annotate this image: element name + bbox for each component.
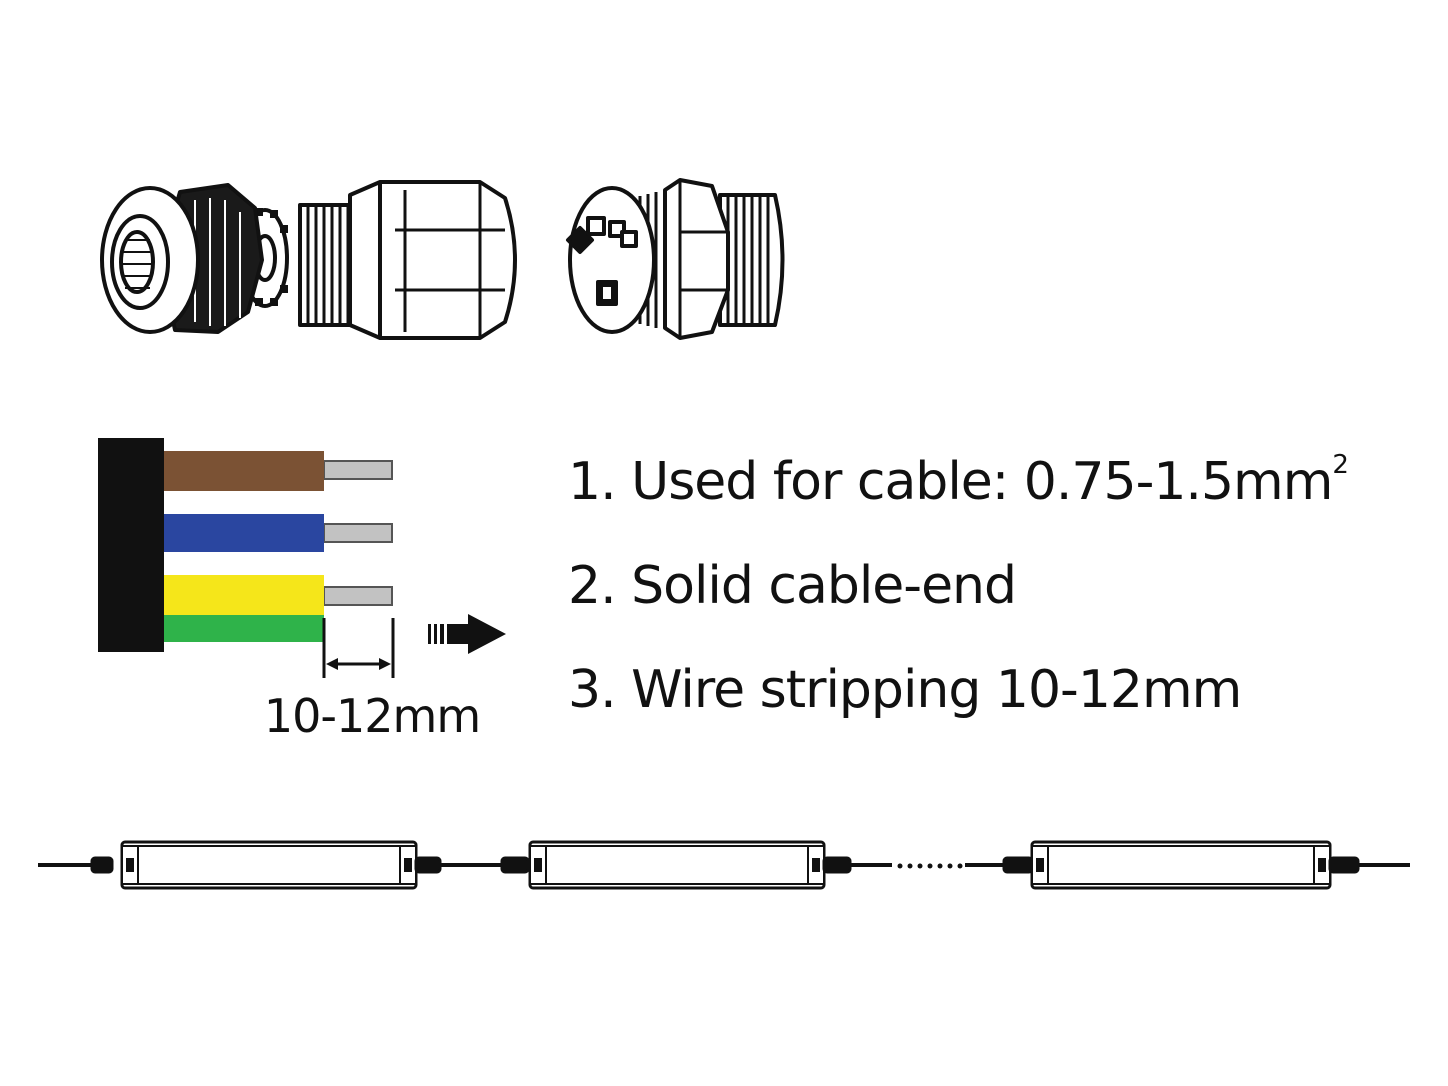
conductor-ends	[323, 460, 393, 606]
connector-male-part	[100, 180, 517, 340]
dimension-label: 10-12mm	[264, 689, 480, 743]
instruction-step-1-text: 1. Used for cable: 0.75-1.5mm	[568, 452, 1333, 512]
socket-pins	[566, 216, 638, 306]
instruction-step-3: 3. Wire stripping 10-12mm	[568, 660, 1242, 720]
cable-jacket	[98, 438, 164, 652]
light-bar-chain	[38, 840, 1410, 890]
light-bar-1	[90, 840, 442, 890]
light-bar-3	[1002, 840, 1360, 890]
light-bar-2	[500, 840, 852, 890]
chain-continuation-dots	[897, 863, 963, 869]
socket-hex	[663, 178, 730, 340]
arrow-right-icon	[428, 614, 506, 654]
stripped-cable	[98, 438, 393, 652]
instruction-step-1-superscript: 2	[1332, 450, 1349, 480]
connector-body	[348, 180, 517, 340]
wire-yellow	[164, 575, 324, 615]
instruction-step-1: 1. Used for cable: 0.75-1.5mm2	[568, 430, 1428, 534]
wire-brown	[164, 451, 324, 491]
strip-length-dimension	[322, 618, 395, 678]
wire-green	[164, 615, 324, 642]
instruction-list: 1. Used for cable: 0.75-1.5mm2 2. Solid …	[568, 430, 1428, 742]
instruction-step-2: 2. Solid cable-end	[568, 556, 1017, 616]
wire-blue	[164, 514, 324, 552]
socket-face	[568, 186, 656, 334]
connector-female-part	[566, 178, 785, 340]
